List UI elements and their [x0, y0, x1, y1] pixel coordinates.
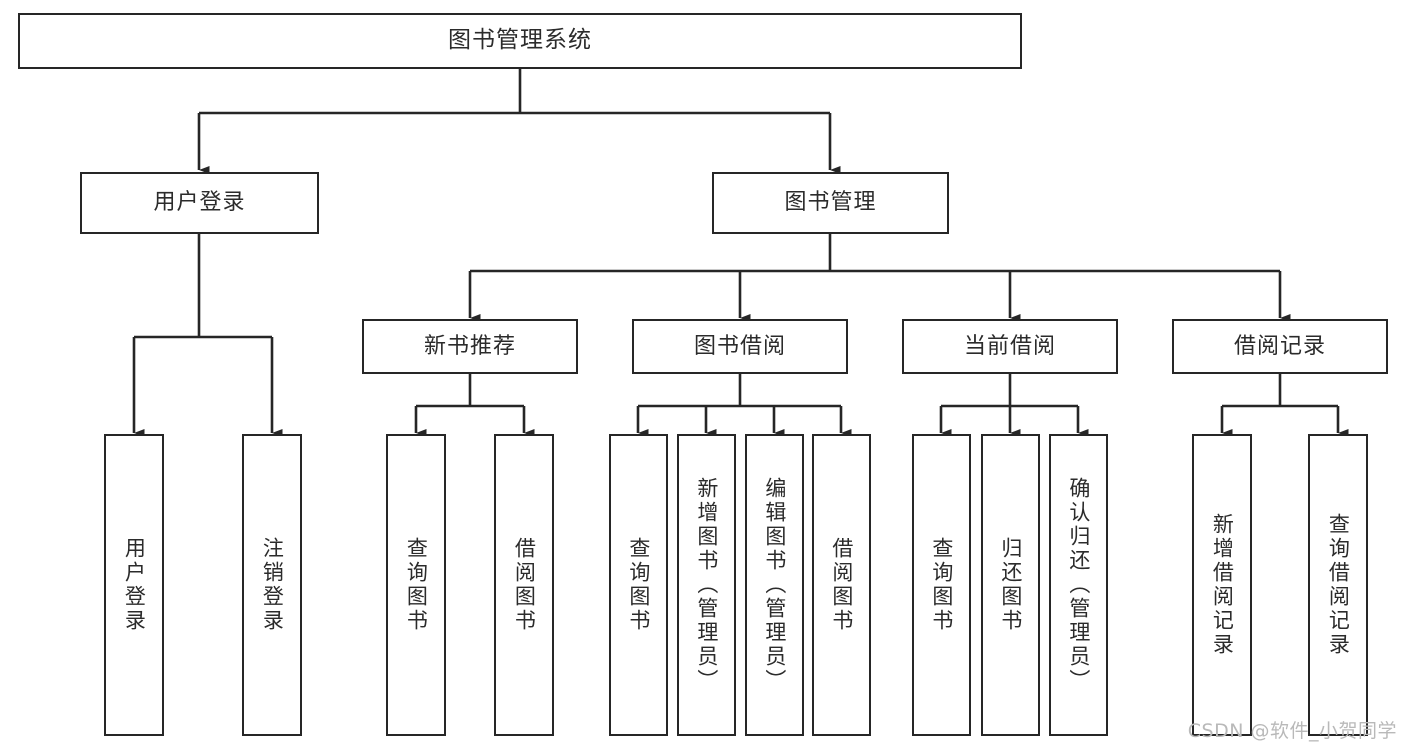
node-book-borrow[interactable]: 图书借阅	[632, 319, 848, 374]
node-label: 图书管理	[784, 190, 877, 216]
node-root-system[interactable]: 图书管理系统	[18, 13, 1022, 69]
node-label: 当前借阅	[963, 333, 1056, 359]
leaf-borrow-record-query[interactable]: 查询借阅记录	[1308, 434, 1368, 736]
leaf-current-borrow-confirm-return[interactable]: 确认归还（管理员）	[1049, 434, 1108, 736]
node-label: 归还图书	[998, 537, 1023, 633]
node-label: 查询图书	[404, 537, 429, 633]
node-label: 查询图书	[929, 537, 954, 633]
node-label: 编辑图书（管理员）	[762, 477, 787, 693]
leaf-current-borrow-query[interactable]: 查询图书	[912, 434, 971, 736]
node-label: 注销登录	[260, 537, 285, 633]
node-label: 确认归还（管理员）	[1066, 477, 1091, 693]
node-label: 新书推荐	[423, 333, 516, 359]
node-user-login[interactable]: 用户登录	[80, 172, 319, 234]
node-label: 用户登录	[122, 537, 147, 633]
node-label: 借阅记录	[1233, 333, 1326, 359]
node-label: 借阅图书	[829, 537, 854, 633]
node-label: 新增图书（管理员）	[694, 477, 719, 693]
node-label: 查询借阅记录	[1326, 513, 1351, 657]
leaf-borrow-record-add[interactable]: 新增借阅记录	[1192, 434, 1252, 736]
leaf-book-borrow-query[interactable]: 查询图书	[609, 434, 668, 736]
node-borrow-record[interactable]: 借阅记录	[1172, 319, 1388, 374]
leaf-book-borrow-lend[interactable]: 借阅图书	[812, 434, 871, 736]
leaf-user-login-login[interactable]: 用户登录	[104, 434, 164, 736]
node-label: 借阅图书	[512, 537, 537, 633]
leaf-user-login-logout[interactable]: 注销登录	[242, 434, 302, 736]
node-label: 查询图书	[626, 537, 651, 633]
leaf-new-book-borrow[interactable]: 借阅图书	[494, 434, 554, 736]
leaf-new-book-query[interactable]: 查询图书	[386, 434, 446, 736]
node-book-management[interactable]: 图书管理	[712, 172, 949, 234]
node-new-book-recommend[interactable]: 新书推荐	[362, 319, 578, 374]
node-label: 图书管理系统	[448, 27, 592, 54]
node-label: 图书借阅	[693, 333, 786, 359]
leaf-current-borrow-return[interactable]: 归还图书	[981, 434, 1040, 736]
node-label: 新增借阅记录	[1210, 513, 1235, 657]
leaf-book-borrow-edit[interactable]: 编辑图书（管理员）	[745, 434, 804, 736]
node-label: 用户登录	[153, 190, 246, 216]
node-current-borrow[interactable]: 当前借阅	[902, 319, 1118, 374]
csdn-watermark: CSDN @软件_小贺同学	[1187, 720, 1397, 742]
leaf-book-borrow-add[interactable]: 新增图书（管理员）	[677, 434, 736, 736]
